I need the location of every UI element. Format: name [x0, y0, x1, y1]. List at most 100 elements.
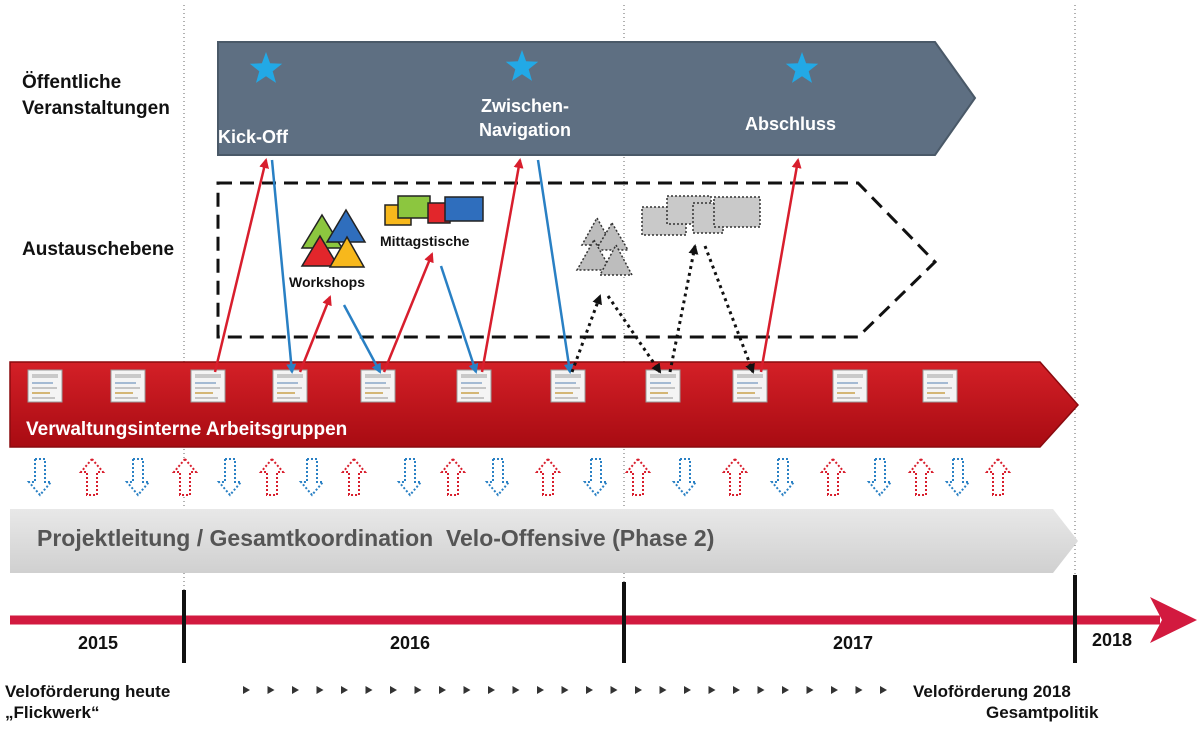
progress-dot-icon — [782, 686, 789, 694]
progress-dot-icon — [831, 686, 838, 694]
working-group-doc-icon — [732, 369, 768, 403]
working-group-doc-icon — [360, 369, 396, 403]
progress-dot-icon — [659, 686, 667, 694]
down-arrow-icon — [944, 458, 972, 497]
progress-dot-icon — [537, 686, 544, 694]
progress-dot-icon — [341, 686, 348, 694]
coordination-arrows — [26, 457, 1012, 497]
arrow-to-zwischen — [480, 158, 524, 373]
down-arrow-icon — [298, 458, 326, 497]
arrow-from-workshops — [342, 304, 382, 374]
lane-label-exchange: Austauschebene — [22, 239, 175, 260]
progress-dot-icon — [880, 686, 887, 694]
down-arrow-icon — [124, 458, 152, 497]
year-2018: 2018 — [1092, 630, 1133, 650]
workshops-label: Workshops — [289, 274, 365, 290]
arrow-to-kickoff — [213, 158, 269, 373]
working-group-doc-icon — [110, 369, 146, 403]
arrow-from-mittagstische — [439, 265, 479, 374]
up-arrow-icon — [340, 457, 368, 496]
down-arrow-icon — [769, 458, 797, 497]
down-arrow-icon — [26, 458, 54, 497]
arrow-to-workshops — [298, 295, 332, 373]
up-arrow-icon — [258, 457, 286, 496]
future-arrow-up-2 — [668, 244, 699, 373]
year-separators — [183, 5, 1076, 590]
project-lead-label: Projektleitung / Gesamtkoordination Velo… — [37, 525, 715, 551]
future-flow-arrows — [570, 244, 755, 374]
future-arrow-down-2 — [703, 245, 755, 374]
up-arrow-icon — [439, 457, 467, 496]
progress-dot-icon — [365, 686, 373, 694]
progress-dot-icon — [488, 686, 495, 694]
progress-dot-icon — [512, 686, 520, 694]
arrow-from-kickoff — [270, 159, 297, 374]
year-2017: 2017 — [833, 633, 874, 653]
up-arrow-icon — [624, 457, 652, 496]
year-2016: 2016 — [390, 633, 431, 653]
progress-dot-icon — [292, 686, 299, 694]
year-2015: 2015 — [78, 633, 119, 653]
working-group-doc-icon — [550, 369, 586, 403]
workshops-icon — [300, 208, 367, 268]
event-kickoff-label: Kick-Off — [218, 127, 289, 147]
working-groups-label: Verwaltungsinterne Arbeitsgruppen — [26, 419, 348, 440]
progress-dot-icon — [463, 686, 471, 694]
working-group-doc-icon — [272, 369, 308, 403]
arrow-to-mittagstische — [382, 252, 434, 373]
progress-dot-icon — [610, 686, 618, 694]
down-arrow-icon — [216, 458, 244, 497]
event-zwischen-line1: Zwischen- — [480, 96, 569, 116]
future-mittagstische-icon — [641, 195, 761, 236]
progress-dot-icon — [586, 686, 593, 694]
future-workshops-icon — [575, 216, 634, 276]
mittagstische-label: Mittagstische — [380, 233, 470, 249]
star-icon — [249, 52, 283, 83]
down-arrow-icon — [866, 458, 894, 497]
event-zwischen-line2: Navigation — [478, 120, 571, 140]
footer-right-line1: Veloförderung 2018 — [913, 682, 1071, 701]
future-arrow-up-1 — [570, 294, 602, 373]
working-group-icons — [27, 369, 958, 403]
down-arrow-icon — [582, 458, 610, 497]
footer-left-line2: „Flickwerk“ — [5, 703, 100, 722]
exchange-level-frame — [216, 181, 938, 339]
progress-dot-icon — [733, 686, 740, 694]
progress-dot-icon — [684, 686, 691, 694]
progress-dot-icon — [635, 686, 642, 694]
progress-dot-icon — [855, 686, 863, 694]
up-arrow-icon — [78, 457, 106, 496]
progress-dot-icon — [708, 686, 716, 694]
up-arrow-icon — [171, 457, 199, 496]
progress-dot-icon — [561, 686, 569, 694]
progress-dot-icon — [267, 686, 275, 694]
progress-dot-icon — [316, 686, 324, 694]
working-group-doc-icon — [645, 369, 681, 403]
up-arrow-icon — [534, 457, 562, 496]
progress-dot-icon — [414, 686, 422, 694]
progress-arrow-dots — [243, 686, 887, 694]
down-arrow-icon — [671, 458, 699, 497]
timeline — [10, 575, 1197, 663]
progress-dot-icon — [243, 686, 250, 694]
timeline-arrowhead — [1150, 597, 1197, 643]
project-lead-band — [10, 509, 1078, 573]
footer-left-line1: Veloförderung heute — [5, 682, 171, 701]
progress-dot-icon — [439, 686, 446, 694]
up-arrow-icon — [721, 457, 749, 496]
event-abschluss-label: Abschluss — [745, 114, 837, 134]
flow-arrows — [213, 158, 802, 374]
future-arrow-down-1 — [606, 295, 662, 374]
up-arrow-icon — [819, 457, 847, 496]
mittagstische-icon — [384, 195, 484, 226]
arrow-from-zwischen — [536, 159, 574, 374]
progress-dot-icon — [806, 686, 814, 694]
up-arrow-icon — [984, 457, 1012, 496]
working-group-doc-icon — [190, 369, 226, 403]
up-arrow-icon — [907, 457, 935, 496]
progress-dot-icon — [390, 686, 397, 694]
progress-dot-icon — [757, 686, 765, 694]
down-arrow-icon — [484, 458, 512, 497]
